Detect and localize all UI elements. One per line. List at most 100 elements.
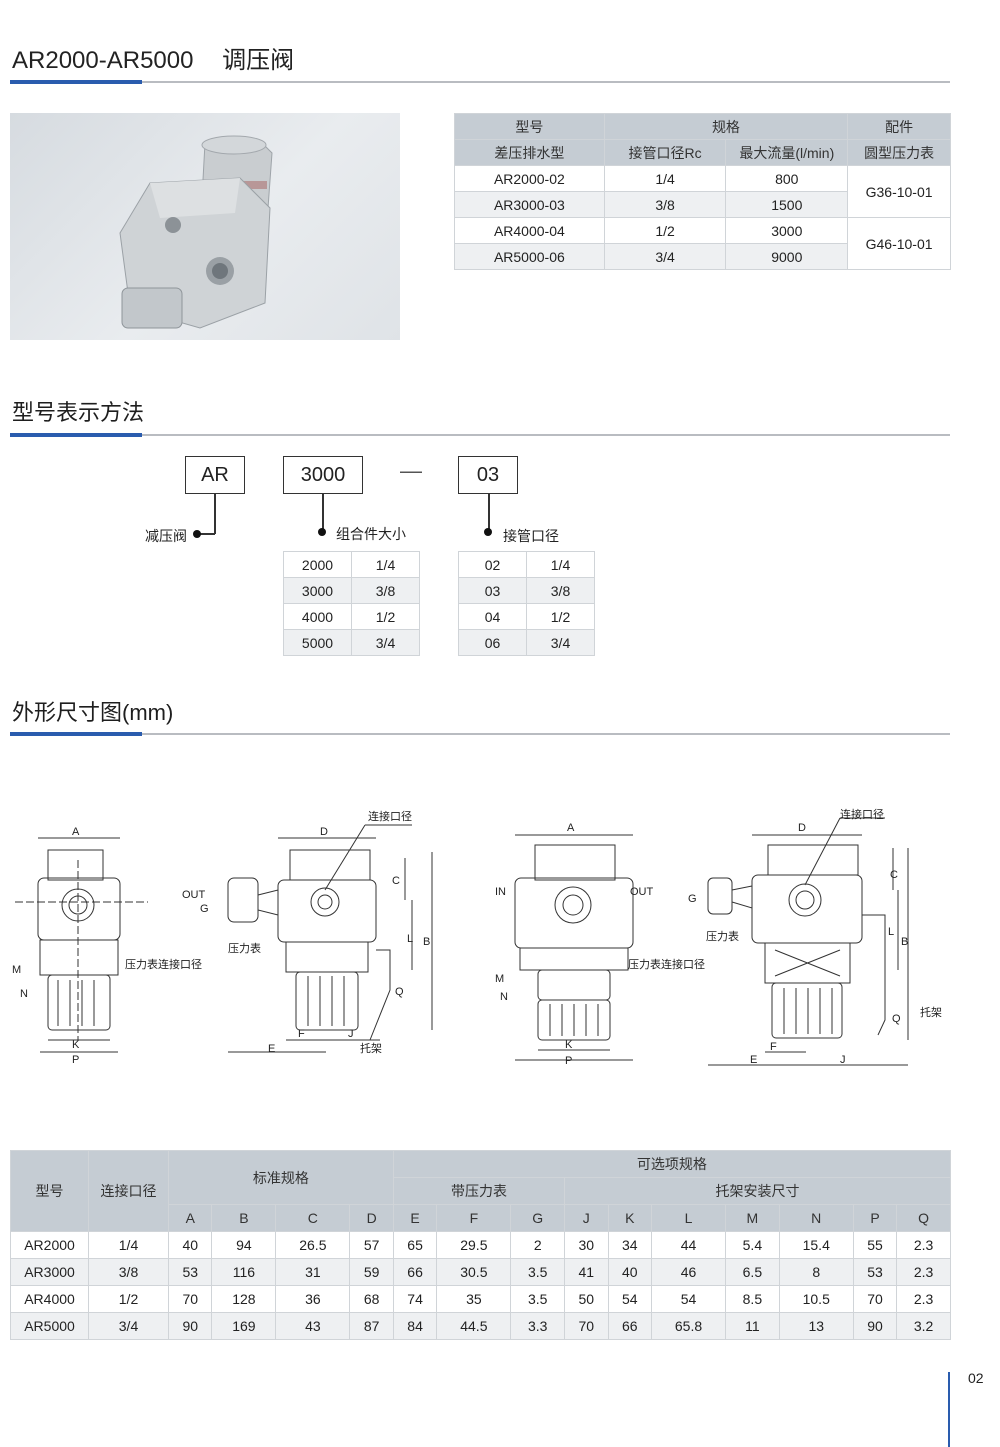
page-number: 02 bbox=[968, 1370, 984, 1386]
label-gauge: 压力表 bbox=[228, 941, 261, 955]
cell-gauge: G46-10-01 bbox=[847, 217, 951, 270]
dim-letter-k: K bbox=[565, 1039, 573, 1051]
table-cell: 53 bbox=[852, 1258, 898, 1286]
table-cell: 3.2 bbox=[896, 1312, 951, 1340]
page-title: AR2000-AR5000 调压阀 bbox=[12, 40, 294, 75]
title-accent bbox=[10, 433, 142, 437]
dim-letter-n: N bbox=[20, 988, 28, 1000]
table-cell: 50 bbox=[564, 1285, 609, 1313]
product-name: 调压阀 bbox=[222, 47, 295, 74]
label-connection-port: 连接口径 bbox=[368, 810, 412, 823]
front-view-large bbox=[514, 834, 634, 1061]
dim-letter-a: A bbox=[72, 826, 80, 838]
table-cell: 44.5 bbox=[436, 1312, 512, 1340]
table-cell: 116 bbox=[211, 1258, 277, 1286]
table-cell: 29.5 bbox=[436, 1231, 512, 1259]
table-cell: 10.5 bbox=[778, 1285, 854, 1313]
label-reducing-valve: 减压阀 bbox=[145, 528, 187, 544]
cell-port: 1/2 bbox=[603, 217, 727, 244]
dim-letter-e: E bbox=[268, 1043, 275, 1055]
label-assembly-size: 组合件大小 bbox=[336, 526, 406, 542]
header-accessory: 配件 bbox=[847, 113, 951, 140]
table-cell: 8 bbox=[778, 1258, 854, 1286]
regulator-image bbox=[119, 135, 273, 329]
section-title-dimensions: 外形尺寸图(mm) bbox=[12, 700, 174, 725]
dim-letter-j: J bbox=[840, 1054, 846, 1066]
table-cell: 6.5 bbox=[725, 1258, 780, 1286]
dimension-table: 型号 连接口径 标准规格 可选项规格 带压力表 托架安装尺寸 A B C D E… bbox=[10, 1150, 952, 1340]
header-port: 连接口径 bbox=[88, 1150, 169, 1232]
table-cell: 2.3 bbox=[896, 1231, 951, 1259]
dim-letter-q: Q bbox=[892, 1013, 901, 1025]
table-cell: 66 bbox=[607, 1312, 652, 1340]
table-cell: 70 bbox=[167, 1285, 213, 1313]
table-cell: 1/4 bbox=[88, 1231, 169, 1259]
header-gauge: 圆型压力表 bbox=[847, 139, 951, 166]
dim-letter-d: D bbox=[320, 826, 328, 838]
spec-table: 型号 规格 配件 差压排水型 接管口径Rc 最大流量(l/min) 圆型压力表 … bbox=[454, 113, 951, 270]
dim-letter-g: G bbox=[200, 903, 209, 915]
cell-port: 1/4 bbox=[603, 165, 727, 192]
cell-port: 3/8 bbox=[603, 191, 727, 218]
table-cell: 31 bbox=[275, 1258, 351, 1286]
dim-letter-b: B bbox=[901, 936, 908, 948]
table-cell: 54 bbox=[650, 1285, 727, 1313]
table-cell: 128 bbox=[211, 1285, 277, 1313]
table-row: AR5000-06 3/4 9000 bbox=[454, 243, 951, 270]
table-cell: 3.5 bbox=[510, 1285, 566, 1313]
table-cell: 53 bbox=[167, 1258, 213, 1286]
title-rule bbox=[10, 434, 950, 436]
dim-letter-n: N bbox=[500, 991, 508, 1003]
table-cell: 26.5 bbox=[275, 1231, 351, 1259]
table-cell: 3.3 bbox=[510, 1312, 566, 1340]
cell-flow: 9000 bbox=[725, 243, 849, 270]
table-cell: 5.4 bbox=[725, 1231, 780, 1259]
table-cell: AR4000 bbox=[10, 1285, 89, 1313]
table-cell: 30 bbox=[564, 1231, 609, 1259]
table-cell: 13 bbox=[778, 1312, 854, 1340]
dim-letter-d: D bbox=[798, 822, 806, 834]
table-cell: 169 bbox=[211, 1312, 277, 1340]
connector-line bbox=[322, 494, 324, 530]
dim-letter-e: E bbox=[750, 1054, 757, 1066]
cell-flow: 1500 bbox=[725, 191, 849, 218]
title-rule bbox=[10, 733, 950, 735]
cell-model: AR2000-02 bbox=[454, 165, 605, 192]
table-cell: 94 bbox=[211, 1231, 277, 1259]
label-in: IN bbox=[495, 886, 506, 898]
bullet-dot bbox=[318, 528, 326, 536]
table-cell: 55 bbox=[852, 1231, 898, 1259]
table-cell: 36 bbox=[275, 1285, 351, 1313]
table-cell: 34 bbox=[607, 1231, 652, 1259]
table-row: AR3000-03 3/8 1500 bbox=[454, 191, 951, 218]
table-cell: 2 bbox=[510, 1231, 566, 1259]
table-cell: 3/8 bbox=[88, 1258, 169, 1286]
table-cell: 8.5 bbox=[725, 1285, 780, 1313]
section-title-model-code: 型号表示方法 bbox=[12, 400, 145, 425]
dim-letter-a: A bbox=[567, 822, 575, 834]
label-out: OUT bbox=[182, 889, 206, 901]
dim-letter-p: P bbox=[72, 1054, 79, 1066]
title-accent bbox=[10, 732, 142, 736]
header-model: 型号 bbox=[10, 1150, 89, 1232]
table-cell: 74 bbox=[392, 1285, 438, 1313]
cell-port: 3/4 bbox=[603, 243, 727, 270]
header-standard: 标准规格 bbox=[168, 1150, 394, 1205]
table-cell: AR2000 bbox=[10, 1231, 89, 1259]
label-port-size: 接管口径 bbox=[503, 528, 559, 544]
title-accent bbox=[10, 80, 142, 84]
code-box-port: 03 bbox=[458, 456, 518, 494]
dim-letter-k: K bbox=[72, 1039, 80, 1051]
header-with-gauge: 带压力表 bbox=[392, 1177, 566, 1205]
table-cell: 2.3 bbox=[896, 1258, 951, 1286]
table-cell: 70 bbox=[852, 1285, 898, 1313]
table-cell: 30.5 bbox=[436, 1258, 512, 1286]
table-cell: 54 bbox=[607, 1285, 652, 1313]
